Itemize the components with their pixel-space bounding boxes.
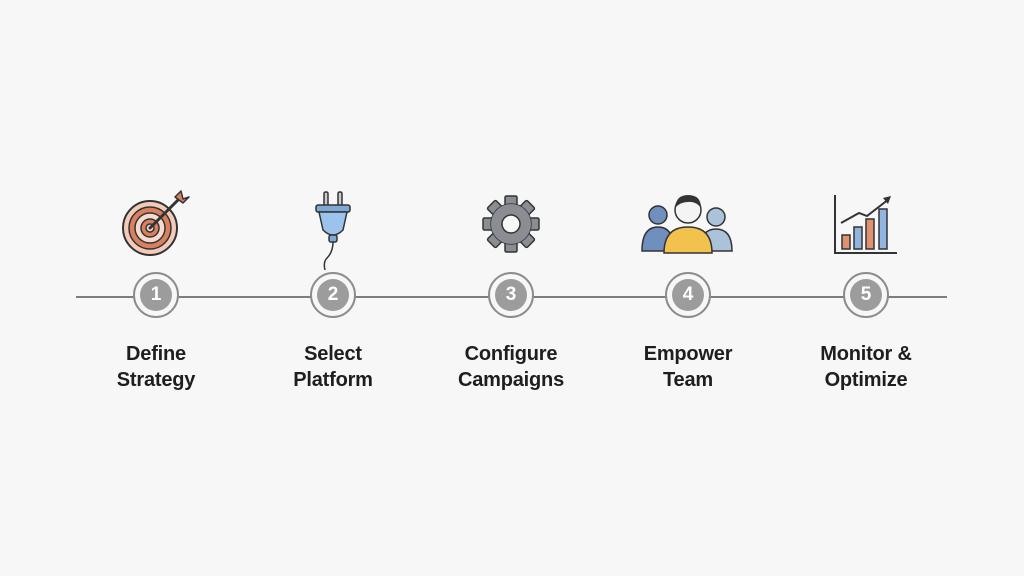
step-node: 4 bbox=[665, 272, 711, 318]
step-label: Select Platform bbox=[293, 343, 373, 391]
step-label: Monitor & Optimize bbox=[820, 343, 912, 391]
step-configure-campaigns: 3 Configure Campaigns bbox=[431, 0, 591, 576]
step-define-strategy: 1 Define Strategy bbox=[76, 0, 236, 576]
step-label: Configure Campaigns bbox=[457, 343, 564, 391]
step-number: 4 bbox=[672, 279, 704, 311]
gear-icon bbox=[451, 182, 571, 266]
growth-chart-icon bbox=[806, 182, 926, 266]
step-node: 1 bbox=[133, 272, 179, 318]
step-label: Define Strategy bbox=[116, 343, 196, 391]
step-select-platform: 2 Select Platform bbox=[253, 0, 413, 576]
target-icon bbox=[96, 182, 216, 266]
step-node: 2 bbox=[310, 272, 356, 318]
step-label: Empower Team bbox=[643, 343, 733, 391]
step-number: 2 bbox=[317, 279, 349, 311]
step-node: 3 bbox=[488, 272, 534, 318]
step-number: 1 bbox=[140, 279, 172, 311]
team-icon bbox=[628, 182, 748, 266]
step-number: 3 bbox=[495, 279, 527, 311]
step-node: 5 bbox=[843, 272, 889, 318]
step-number: 5 bbox=[850, 279, 882, 311]
step-monitor-optimize: 5 Monitor & Optimize bbox=[786, 0, 946, 576]
plug-icon bbox=[273, 190, 393, 274]
step-empower-team: 4 Empower Team bbox=[608, 0, 768, 576]
